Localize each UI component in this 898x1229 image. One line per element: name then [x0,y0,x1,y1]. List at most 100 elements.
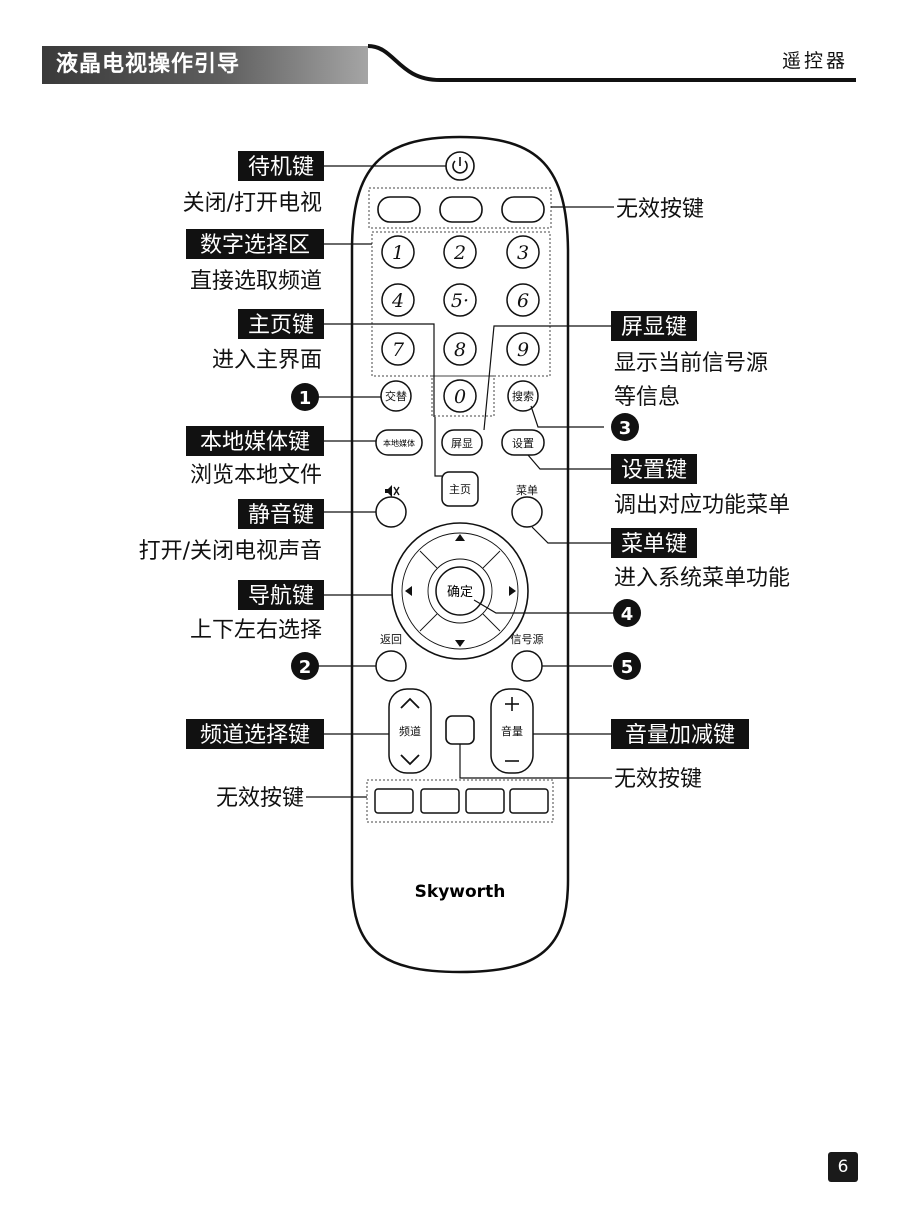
menu-button[interactable] [511,496,543,528]
display-title: 屏显键 [621,315,687,340]
ok-button[interactable]: 确定 [435,566,485,616]
right-arrow-icon [509,586,516,596]
digit-label: 3 [517,242,529,264]
display-button-label: 屏显 [451,437,473,450]
menu-title: 菜单键 [621,532,687,557]
nav-desc: 上下左右选择 [190,618,322,643]
svg-text:1: 1 [299,388,312,409]
bottom-button-2[interactable] [420,788,460,814]
local-media-title: 本地媒体键 [200,430,310,455]
power-icon [452,157,468,174]
power-button[interactable] [445,151,475,181]
bottom-button-1[interactable] [374,788,414,814]
svg-text:3: 3 [619,418,632,439]
top-button-3[interactable] [501,196,545,223]
mute-title: 静音键 [248,503,314,528]
volume-rocker[interactable]: 音量 [490,688,534,774]
home-title: 主页键 [248,313,314,338]
label-bg [611,311,697,341]
leader-lines [306,165,614,798]
chevron-up-icon [400,697,420,709]
home-desc: 进入主界面 [212,348,322,373]
standby-title: 待机键 [248,155,314,180]
label-bg [238,580,324,610]
digit-button-5[interactable]: 5· [443,283,477,317]
header-title: 液晶电视操作引导 [56,52,241,77]
marker-4: 4 [613,599,641,627]
bottom-button-3[interactable] [465,788,505,814]
settings-button[interactable]: 设置 [501,429,545,456]
invalid-mid-label: 无效按键 [614,767,702,792]
label-bg [611,719,749,749]
mute-button[interactable] [375,496,407,528]
chevron-down-icon [400,754,420,766]
speaker-mute-icon [385,485,400,497]
page-number: 6 [828,1152,858,1182]
invalid-top-label: 无效按键 [616,197,704,222]
search-button[interactable]: 搜索 [507,380,539,412]
settings-desc: 调出对应功能菜单 [614,493,790,518]
back-button[interactable] [375,650,407,682]
digit-button-2[interactable]: 2 [443,235,477,269]
digit-button-9[interactable]: 9 [506,332,540,366]
marker-1: 1 [291,383,319,411]
digit-button-6[interactable]: 6 [506,283,540,317]
digit-label: 4 [391,290,404,312]
header-section: 遥控器 [781,50,848,72]
digit-label: 9 [517,339,529,361]
svg-text:4: 4 [621,604,634,625]
digit-label: 5· [451,290,469,312]
digit-button-0[interactable]: 0 [443,379,477,413]
local-media-button[interactable]: 本地媒体 [375,429,423,456]
back-button-label: 返回 [380,633,402,646]
search-button-label: 搜索 [512,389,534,403]
volume-label: 音量 [501,724,523,738]
swap-button[interactable]: 交替 [380,380,412,412]
volume-title: 音量加减键 [625,723,735,748]
label-bg [186,719,324,749]
settings-button-label: 设置 [512,437,534,450]
invalid-middle-button[interactable] [445,715,475,745]
menu-button-label: 菜单 [516,484,538,497]
svg-text:5: 5 [621,657,634,678]
display-desc-1: 显示当前信号源 [614,351,768,376]
channel-title: 频道选择键 [200,723,310,748]
digit-button-4[interactable]: 4 [381,283,415,317]
channel-rocker[interactable]: 频道 [388,688,432,774]
digit-label: 7 [392,339,405,361]
local-media-button-label: 本地媒体 [383,438,415,448]
digit-button-7[interactable]: 7 [381,332,415,366]
menu-desc: 进入系统菜单功能 [614,566,790,591]
digit-button-1[interactable]: 1 [381,235,415,269]
top-button-1[interactable] [377,196,421,223]
source-button[interactable] [511,650,543,682]
digit-label: 0 [454,386,466,408]
digits-title: 数字选择区 [200,233,310,258]
local-media-desc: 浏览本地文件 [190,463,322,488]
standby-desc: 关闭/打开电视 [183,191,322,216]
digits-desc: 直接选取频道 [190,269,322,294]
label-bg [238,499,324,529]
digit-label: 8 [454,339,466,361]
display-button[interactable]: 屏显 [441,429,483,456]
label-bg [186,229,324,259]
digit-button-3[interactable]: 3 [506,235,540,269]
header-band [42,46,368,84]
header-rule [367,44,856,82]
label-bg [238,151,324,181]
up-arrow-icon [455,534,465,541]
bottom-button-4[interactable] [509,788,549,814]
digit-label: 1 [392,242,404,264]
digit-button-8[interactable]: 8 [443,332,477,366]
left-arrow-icon [405,586,412,596]
ok-button-label: 确定 [447,585,473,600]
channel-label: 频道 [399,724,421,738]
top-button-2[interactable] [439,196,483,223]
label-bg [611,528,697,558]
marker-3: 3 [611,413,639,441]
digit-label: 6 [517,290,529,312]
invalid-top-group [368,187,552,229]
home-button[interactable]: 主页 [441,471,479,507]
label-bg [611,454,697,484]
